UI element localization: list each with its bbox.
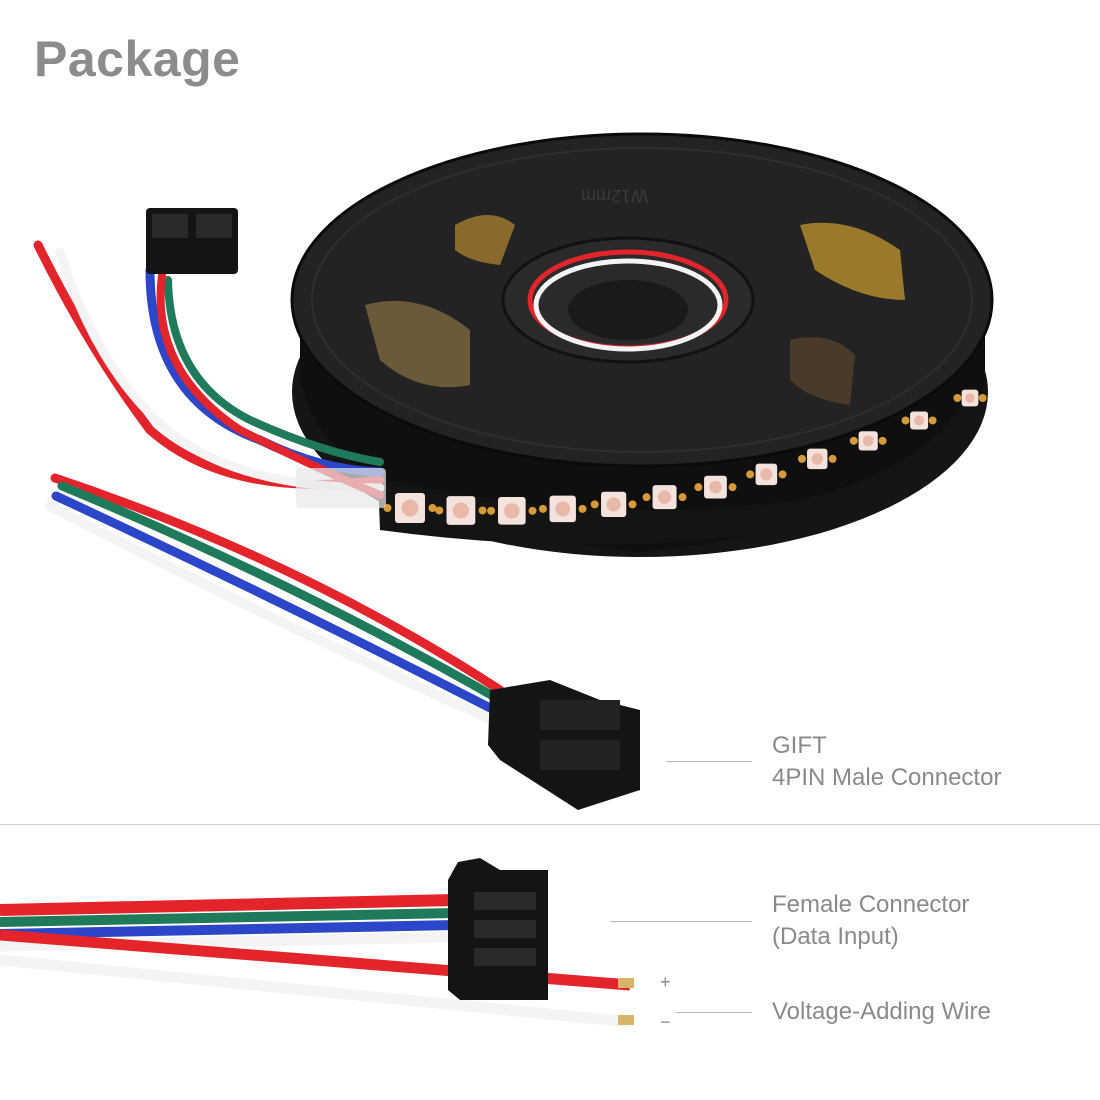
solder-pad [901, 416, 910, 425]
gift-label: GIFT 4PIN Male Connector [772, 730, 1001, 794]
led-chip-core [965, 393, 975, 403]
solder-pad [778, 470, 787, 479]
led-chip-core [914, 415, 925, 426]
solder-pad [628, 500, 637, 509]
led-chip-core [862, 435, 874, 447]
female-label-line1: Female Connector [772, 891, 970, 918]
solder-pad [590, 500, 599, 509]
female-leader-line [610, 921, 752, 922]
female-connector-label: Female Connector (Data Input) [772, 889, 969, 953]
solder-pad [928, 416, 937, 425]
gift-connector-wires [45, 473, 505, 727]
gift-label-line2: 4PIN Male Connector [772, 764, 1002, 791]
led-chip-core [657, 490, 672, 504]
solder-pad [487, 506, 496, 515]
gift-label-line1: GIFT [772, 732, 827, 759]
page-title: Package [34, 31, 241, 87]
solder-pad [797, 454, 806, 463]
reel-hub-text: W12mm [581, 186, 648, 206]
solder-pad [978, 394, 987, 402]
solder-pad [953, 394, 962, 402]
led-chip-core [401, 499, 419, 517]
solder-pad [878, 436, 887, 445]
led-chip-core [811, 453, 823, 465]
solder-pad [642, 493, 651, 502]
solder-pad [383, 504, 392, 512]
section-divider [0, 824, 1100, 825]
gift-leader-line [666, 761, 752, 762]
solder-pad [578, 504, 587, 513]
solder-pad [694, 483, 703, 492]
led-chip-core [555, 501, 571, 517]
solder-pad [528, 506, 537, 515]
gift-male-connector [488, 680, 640, 810]
led-chip-core [709, 480, 722, 494]
solder-pad [728, 483, 737, 492]
solder-pad [678, 493, 687, 502]
solder-pad [538, 504, 547, 513]
led-chip-core [760, 468, 773, 481]
led-strip-reel: W12mm [290, 132, 994, 557]
strip-male-connector [146, 208, 238, 274]
solder-pad [849, 436, 858, 445]
solder-pad [428, 504, 437, 512]
voltage-leader-line [676, 1012, 752, 1013]
solder-pad [478, 506, 487, 515]
led-strip [378, 385, 987, 545]
female-connector [448, 858, 548, 1000]
solder-pad [828, 454, 837, 463]
minus-sign: − [660, 1012, 671, 1032]
led-chip-core [452, 502, 469, 519]
solder-pad [746, 470, 755, 479]
plus-sign: + [660, 972, 671, 992]
led-chip-core [504, 503, 520, 519]
female-label-line2: (Data Input) [772, 923, 899, 950]
solder-pad [435, 506, 444, 515]
voltage-wire-label: Voltage-Adding Wire [772, 998, 991, 1025]
led-chip-core [606, 497, 621, 512]
